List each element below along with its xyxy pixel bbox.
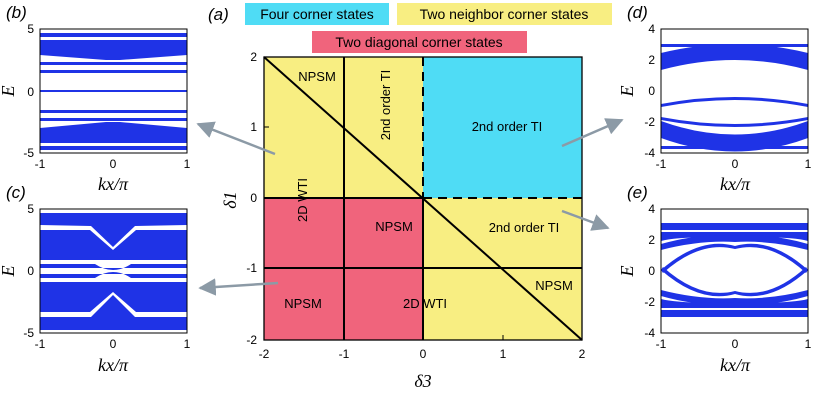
y-axis-label: E (0, 266, 18, 278)
x-tick-label: -1 (35, 337, 46, 351)
x-tick-label: 1 (805, 337, 812, 351)
x-tick-label: 1 (184, 157, 191, 171)
y-tick-label: -5 (23, 146, 34, 160)
x-tick-label: -1 (656, 157, 667, 171)
x-tick-label: 1 (805, 157, 812, 171)
panel-c: (c) 5 0 -5 -1 0 1 E kx/π (0, 183, 191, 375)
band-structure-d (661, 44, 808, 152)
region-label: NPSM (284, 296, 322, 311)
x-axis-label: kx/π (98, 174, 129, 194)
y-tick-label: 0 (250, 191, 257, 205)
panel-label-e: (e) (627, 183, 648, 202)
y-tick-label: 5 (27, 22, 34, 36)
y-tick-label: 2 (648, 53, 655, 67)
legend-label: Two diagonal corner states (335, 34, 502, 50)
y-tick-label: -4 (644, 326, 655, 340)
band-structure-e (661, 223, 808, 317)
y-tick-label: 4 (648, 202, 655, 216)
legend-swatch-diagonal (312, 31, 527, 53)
y-tick-label: 2 (648, 233, 655, 247)
y-tick-label: -4 (644, 146, 655, 160)
y-tick-label: -5 (23, 326, 34, 340)
region-label: 2D WTI (295, 178, 310, 222)
panel-b: (b) 5 0 -5 -1 0 1 E kx/π (0, 3, 191, 194)
legend: Four corner states Two neighbor corner s… (245, 3, 612, 53)
y-axis-label: E (617, 266, 637, 278)
x-tick-label: 2 (579, 347, 586, 361)
band-structure-b (40, 33, 187, 150)
region-label: NPSM (535, 278, 573, 293)
region-label: 2nd order TI (472, 119, 543, 134)
y-tick-label: 4 (648, 22, 655, 36)
arrow-to-e (561, 209, 610, 231)
y-axis-label: E (0, 86, 18, 98)
x-tick-label: -1 (35, 157, 46, 171)
frame-c (39, 208, 188, 334)
panel-d: (d) 4 2 0 -2 -4 -1 0 1 E kx/π (617, 3, 812, 194)
x-tick-label: -2 (259, 347, 270, 361)
y-tick-label: 2 (250, 50, 257, 64)
legend-swatch-neighbor (397, 3, 612, 25)
region-label: 2nd order TI (378, 70, 393, 141)
x-tick-label: -1 (339, 347, 350, 361)
x-tick-label: 0 (732, 157, 739, 171)
arrows (196, 118, 624, 296)
frame-b (39, 28, 188, 154)
y-tick-label: 0 (27, 264, 34, 278)
x-tick-label: 0 (420, 347, 427, 361)
y-tick-label: 0 (648, 264, 655, 278)
x-tick-label: -1 (656, 337, 667, 351)
y-tick-label: 1 (250, 120, 257, 134)
x-axis-label: kx/π (720, 174, 751, 194)
frame-e (660, 208, 809, 334)
y-axis-label: δ1 (220, 191, 240, 208)
y-tick-label: 0 (648, 84, 655, 98)
x-tick-label: 0 (732, 337, 739, 351)
region-cyan (423, 57, 582, 198)
region-label: NPSM (375, 219, 413, 234)
y-axis-label: E (617, 86, 637, 98)
arrow-to-c (198, 278, 279, 296)
panel-e: (e) 4 2 0 -2 -4 -1 0 1 E kx/π (617, 183, 812, 375)
band-structure-c (40, 213, 187, 330)
legend-label: Two neighbor corner states (420, 6, 589, 22)
y-tick-label: -2 (644, 295, 655, 309)
x-tick-label: 1 (184, 337, 191, 351)
x-axis-label: kx/π (98, 355, 129, 375)
x-axis-label: kx/π (720, 355, 751, 375)
legend-label: Four corner states (260, 6, 374, 22)
x-axis-label: δ3 (414, 371, 431, 391)
region-label: 2D WTI (403, 296, 447, 311)
y-tick-label: -2 (246, 333, 257, 347)
x-tick-label: 1 (500, 347, 507, 361)
y-tick-label: 0 (27, 85, 34, 99)
y-tick-label: -2 (644, 115, 655, 129)
arrow-to-d (561, 118, 624, 148)
y-tick-label: -1 (246, 261, 257, 275)
panel-label-b: (b) (6, 3, 27, 22)
x-tick-label: 0 (110, 157, 117, 171)
y-tick-label: 5 (27, 202, 34, 216)
frame-d (660, 28, 809, 154)
panel-label-d: (d) (627, 3, 648, 22)
region-label: NPSM (298, 69, 336, 84)
panel-label-a: (a) (208, 5, 229, 24)
x-tick-label: 0 (110, 337, 117, 351)
main-tick-marks (264, 126, 504, 340)
phase-diagram: -2 -1 0 1 2 2 1 0 -1 -2 δ3 δ1 NPSM 2nd o… (220, 50, 586, 391)
legend-swatch-four-corner (245, 3, 389, 25)
arrow-to-b (196, 121, 276, 156)
region-label: 2nd order TI (489, 220, 560, 235)
panel-label-c: (c) (6, 183, 26, 202)
